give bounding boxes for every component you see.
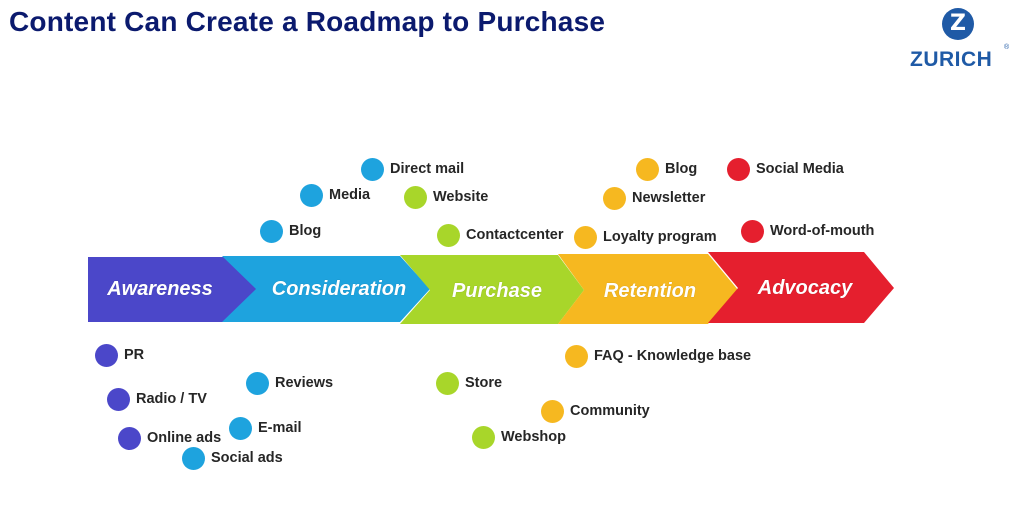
- consideration-bullet: [260, 219, 283, 243]
- purchase-bullet: [436, 371, 459, 395]
- purchase-item-webshop: Webshop: [472, 425, 566, 449]
- consideration-item-direct-mail: Direct mail: [361, 157, 464, 181]
- consideration-bullet: [182, 446, 205, 470]
- purchase-item-website: Website: [404, 185, 488, 209]
- retention-item-newsletter: Newsletter: [603, 186, 705, 210]
- consideration-item-social-ads: Social ads: [182, 446, 283, 470]
- retention-item-loyalty-program: Loyalty program: [574, 225, 717, 249]
- consideration-item-blog: Blog: [260, 219, 321, 243]
- stage-consideration-shape: [222, 256, 430, 322]
- retention-bullet: [541, 399, 564, 423]
- awareness-bullet: [95, 343, 118, 367]
- advocacy-bullet: [727, 157, 750, 181]
- consideration-bullet: [300, 183, 323, 207]
- awareness-bullet: [107, 387, 130, 411]
- purchase-item-contactcenter: Contactcenter: [437, 223, 564, 247]
- consideration-bullet: [246, 371, 269, 395]
- stage-awareness-shape: [88, 257, 258, 322]
- stage-label-awareness: Awareness: [107, 278, 213, 300]
- zurich-logo-wordmark: ZURICH: [910, 48, 993, 71]
- consideration-item-reviews: Reviews: [246, 371, 333, 395]
- purchase-bullet: [404, 185, 427, 209]
- awareness-item-online-ads: Online ads: [118, 426, 221, 450]
- zurich-logo: Z ZURICH ®: [905, 8, 1013, 74]
- advocacy-bullet: [741, 219, 764, 243]
- retention-item-faq: FAQ - Knowledge base: [565, 344, 751, 368]
- purchase-item-store: Store: [436, 371, 502, 395]
- retention-bullet: [574, 225, 597, 249]
- retention-item-community: Community: [541, 399, 650, 423]
- stage-label-purchase: Purchase: [451, 280, 543, 302]
- awareness-item-pr: PR: [95, 343, 144, 367]
- purchase-bullet: [437, 223, 460, 247]
- retention-bullet: [603, 186, 626, 210]
- retention-item-blog: Blog: [636, 157, 697, 181]
- advocacy-item-social-media: Social Media: [727, 157, 844, 181]
- registered-mark: ®: [1004, 44, 1010, 51]
- stage-label-consideration: Consideration: [271, 278, 407, 300]
- consideration-bullet: [361, 157, 384, 181]
- purchase-bullet: [472, 425, 495, 449]
- awareness-bullet: [118, 426, 141, 450]
- consideration-item-email: E-mail: [229, 416, 302, 440]
- stage-purchase-shape: [400, 255, 584, 324]
- page-title: Content Can Create a Roadmap to Purchase: [9, 6, 606, 37]
- consideration-bullet: [229, 416, 252, 440]
- stage-label-retention: Retention: [603, 280, 697, 302]
- stage-retention-shape: [558, 254, 738, 324]
- zurich-logo-mark: Z: [942, 8, 974, 40]
- consideration-item-media: Media: [300, 183, 370, 207]
- stage-advocacy-shape: [708, 252, 894, 323]
- stage-label-advocacy: Advocacy: [757, 277, 853, 299]
- retention-bullet: [636, 157, 659, 181]
- advocacy-item-word-of-mouth: Word-of-mouth: [741, 219, 874, 243]
- retention-bullet: [565, 344, 588, 368]
- awareness-item-radio-tv: Radio / TV: [107, 387, 207, 411]
